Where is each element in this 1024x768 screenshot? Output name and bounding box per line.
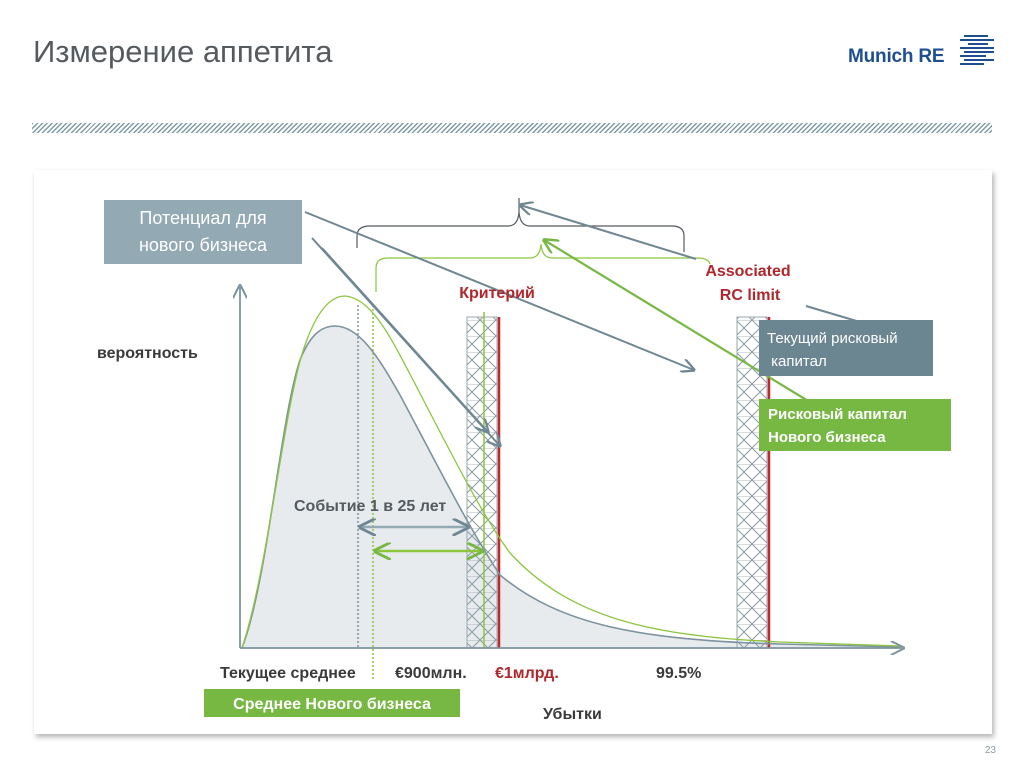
header-divider [32, 123, 992, 133]
new-mean-box [204, 689, 460, 717]
potential-label-line2: нового бизнеса [139, 235, 268, 255]
current-rc-box [759, 320, 933, 376]
current-distribution-curve [241, 325, 901, 649]
new-rc-label-line2: Нового бизнеса [768, 429, 886, 446]
new-business-distribution-curve [241, 295, 901, 649]
potential-label-line1: Потенциал для [139, 208, 266, 228]
potential-to-current-rc-arrow [304, 211, 694, 370]
current-distribution-area [242, 326, 900, 648]
current-rc-pointer-line [805, 305, 861, 323]
amount-900-label: €900млн. [395, 665, 467, 682]
logo-mark-icon [960, 35, 994, 65]
appetite-diagram: Потенциал для нового бизнеса Текущий рис… [97, 198, 951, 723]
potential-to-criterion-arrow-2 [311, 237, 500, 446]
grey-brace [356, 198, 685, 252]
percentile-label: 99.5% [656, 665, 701, 682]
criterion-label: Критерий [459, 285, 535, 302]
losses-axis-label: Убытки [543, 706, 602, 723]
associated-label-line1: Associated [705, 263, 790, 280]
slide-title: Измерение аппетита [33, 34, 333, 69]
criterion-lattice [466, 316, 498, 649]
new-rc-label-line1: Рисковый капитал [768, 406, 907, 423]
current-mean-label: Текущее среднее [220, 665, 356, 682]
potential-box [104, 200, 302, 264]
amount-1bn-label: €1млрд. [495, 665, 559, 682]
logo-text: Munich RE [848, 46, 945, 67]
probability-label: вероятность [97, 345, 198, 362]
green-brace [375, 243, 711, 292]
page-number: 23 [984, 745, 996, 756]
rc-limit-to-brace-arrow [520, 205, 697, 260]
associated-label-line2: RC limit [720, 287, 781, 304]
event-label: Событие 1 в 25 лет [294, 498, 446, 515]
diagram-panel: Потенциал для нового бизнеса Текущий рис… [34, 170, 992, 734]
munich-re-logo: Munich RE [848, 34, 998, 74]
new-rc-to-brace-arrow [544, 240, 819, 408]
new-mean-label: Среднее Нового бизнеса [233, 696, 431, 713]
current-rc-label-line2: капитал [767, 353, 827, 370]
new-rc-box [759, 399, 951, 451]
current-rc-label-line1: Текущий рисковый [767, 330, 898, 347]
